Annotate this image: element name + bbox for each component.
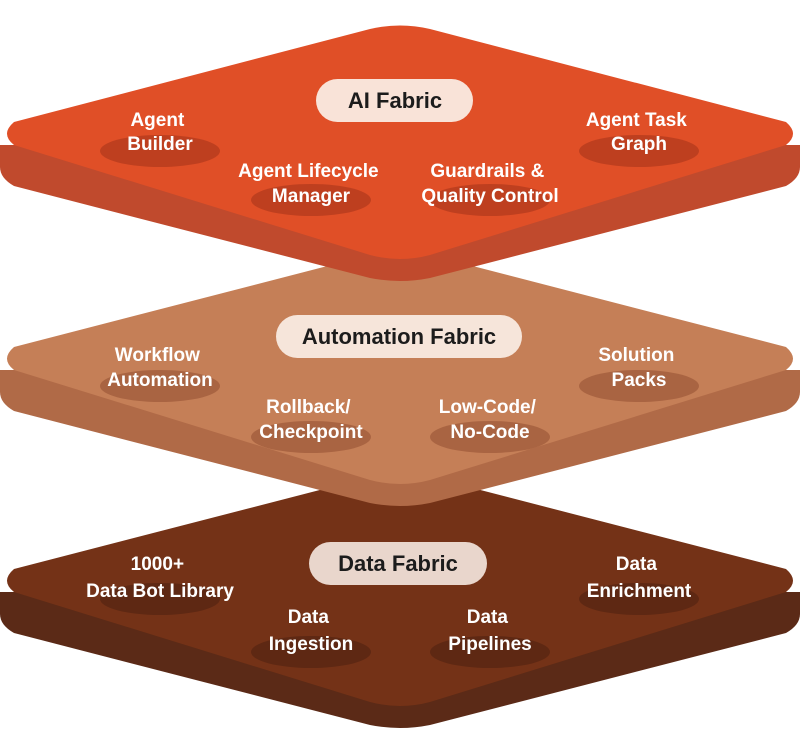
component-highlight-ellipse xyxy=(251,636,371,668)
ai-fabric-component-agent-task-graph: Agent Task Graph xyxy=(579,110,699,167)
ai-fabric-title-pill xyxy=(316,79,473,122)
component-highlight-ellipse xyxy=(579,370,699,402)
component-highlight-ellipse xyxy=(430,184,550,216)
component-highlight-ellipse xyxy=(579,583,699,615)
component-label: Guardrails & Quality Control xyxy=(421,161,558,207)
component-highlight-ellipse xyxy=(579,135,699,167)
data-fabric-component-data-pipelines: Data Pipelines xyxy=(430,607,550,668)
component-highlight-ellipse xyxy=(430,421,550,453)
component-label: Agent Lifecycle Manager xyxy=(238,161,384,207)
ai-fabric-slab-top xyxy=(7,25,793,259)
ai-fabric-component-agent-builder: Agent Builder xyxy=(100,110,220,167)
component-label: Solution Packs xyxy=(598,345,679,391)
automation-fabric-slab-top xyxy=(7,251,793,484)
data-fabric-title-pill xyxy=(309,542,487,585)
component-highlight-ellipse xyxy=(251,184,371,216)
ai-fabric-component-guardrails-quality-control: Guardrails & Quality Control xyxy=(421,161,559,216)
component-label: Agent Builder xyxy=(127,110,193,155)
data-fabric-title: Data Fabric xyxy=(338,551,458,576)
automation-fabric-component-solution-packs: Solution Packs xyxy=(579,345,699,402)
data-fabric-component-data-enrichment: Data Enrichment xyxy=(579,554,699,615)
automation-fabric-title-pill xyxy=(276,315,522,358)
data-fabric-slab-top xyxy=(7,473,793,706)
ai-fabric-component-agent-lifecycle-manager: Agent Lifecycle Manager xyxy=(238,161,384,216)
automation-fabric-layer: Automation Fabric Workflow Automation Ro… xyxy=(0,251,800,506)
component-highlight-ellipse xyxy=(251,421,371,453)
data-fabric-layer: Data Fabric 1000+ Data Bot Library Data … xyxy=(0,473,800,728)
component-highlight-ellipse xyxy=(100,583,220,615)
automation-fabric-component-low-code: Low-Code/ No-Code xyxy=(430,397,550,453)
component-highlight-ellipse xyxy=(100,370,220,402)
data-fabric-component-data-ingestion: Data Ingestion xyxy=(251,607,371,668)
component-label: 1000+ Data Bot Library xyxy=(86,554,234,602)
component-highlight-ellipse xyxy=(430,636,550,668)
component-highlight-ellipse xyxy=(100,135,220,167)
component-label: Data Pipelines xyxy=(448,607,531,655)
automation-fabric-title: Automation Fabric xyxy=(302,324,496,349)
automation-fabric-component-rollback-checkpoint: Rollback/ Checkpoint xyxy=(251,397,371,453)
component-label: Data Enrichment xyxy=(587,554,692,602)
component-label: Agent Task Graph xyxy=(586,110,692,155)
automation-fabric-component-workflow-automation: Workflow Automation xyxy=(100,345,220,402)
component-label: Data Ingestion xyxy=(269,607,353,655)
component-label: Workflow Automation xyxy=(107,345,213,391)
component-label: Rollback/ Checkpoint xyxy=(259,397,363,443)
ai-fabric-title: AI Fabric xyxy=(348,88,442,113)
data-fabric-component-data-bot-library: 1000+ Data Bot Library xyxy=(86,554,234,615)
ai-fabric-layer: AI Fabric Agent Builder Agent Lifecycle … xyxy=(0,25,800,281)
component-label: Low-Code/ No-Code xyxy=(439,397,541,443)
